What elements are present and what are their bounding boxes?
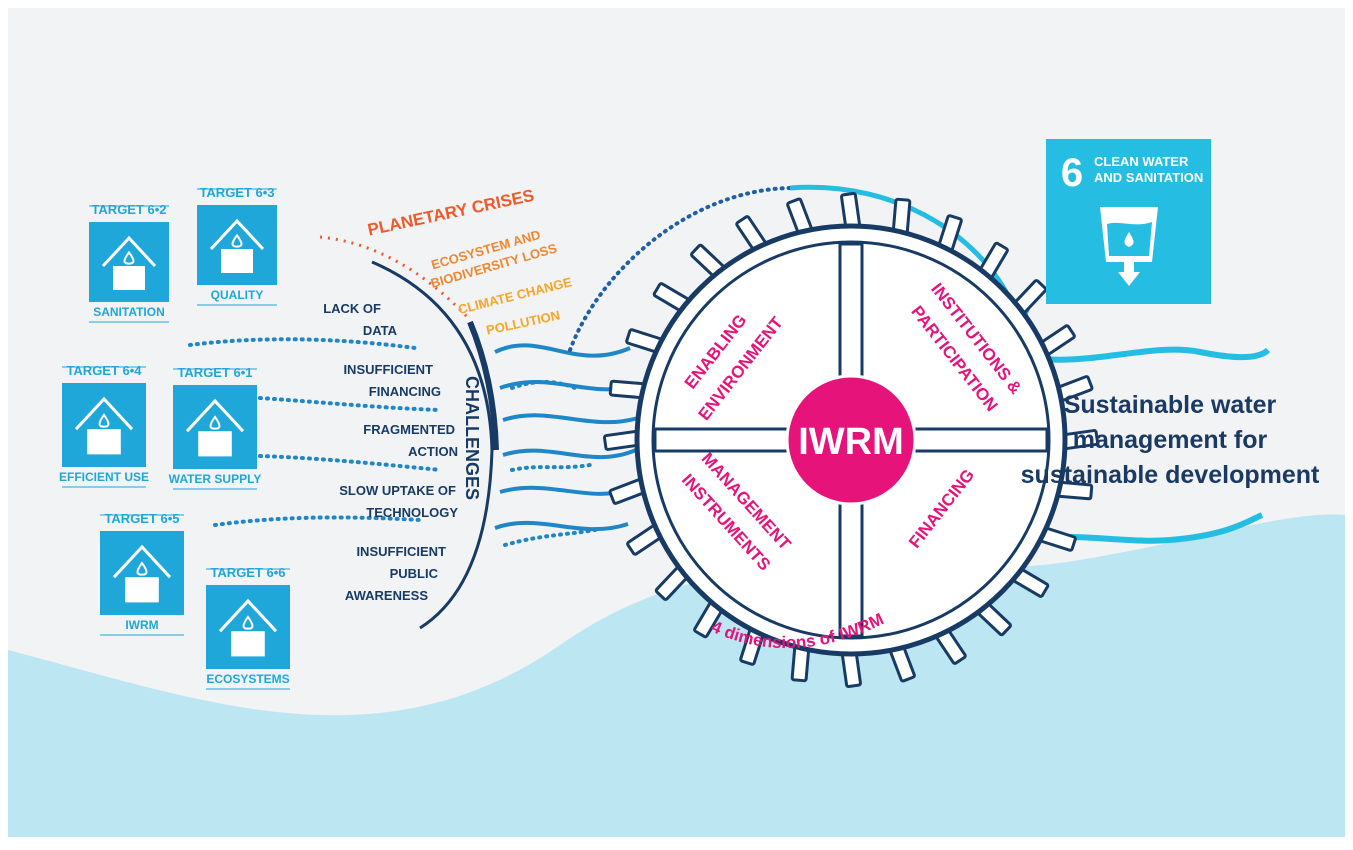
water-supply-icon bbox=[173, 385, 257, 469]
challenge-4a: SLOW UPTAKE OF bbox=[339, 483, 456, 498]
challenges-list: LACK OF DATA INSUFFICIENT FINANCING FRAG… bbox=[323, 301, 458, 603]
target-caption: WATER SUPPLY bbox=[169, 472, 262, 486]
challenge-3a: FRAGMENTED bbox=[363, 422, 455, 437]
target-caption: IWRM bbox=[125, 618, 158, 632]
target-label: TARGET 6•4 bbox=[66, 363, 142, 378]
water-glass-icon bbox=[1100, 207, 1158, 286]
challenge-5a: INSUFFICIENT bbox=[356, 544, 446, 559]
target-caption: ECOSYSTEMS bbox=[206, 672, 289, 686]
crises-dotted-arc bbox=[319, 235, 472, 322]
sdg6-tile: 6 CLEAN WATER AND SANITATION bbox=[1046, 139, 1211, 304]
challenge-5c: AWARENESS bbox=[345, 588, 428, 603]
dotted-connectors bbox=[188, 186, 792, 547]
headline-line-1: Sustainable water bbox=[1063, 391, 1277, 419]
ecosystems-icon bbox=[206, 585, 290, 669]
challenge-2b: FINANCING bbox=[369, 384, 441, 399]
challenge-3b: ACTION bbox=[408, 444, 458, 459]
target-label: TARGET 6•3 bbox=[199, 185, 274, 200]
sanitation-icon bbox=[89, 222, 169, 302]
target-label: TARGET 6•5 bbox=[104, 511, 179, 526]
iwrm-target-icon bbox=[100, 531, 184, 615]
target-caption: QUALITY bbox=[211, 288, 264, 302]
headline-line-3: sustainable development bbox=[1020, 461, 1320, 489]
iwrm-center-label: IWRM bbox=[798, 421, 904, 463]
headline-line-2: management for bbox=[1072, 426, 1268, 454]
challenge-1b: DATA bbox=[363, 323, 398, 338]
challenges-arc bbox=[371, 260, 494, 630]
water-quality-icon bbox=[197, 205, 277, 285]
iwrm-wheel: IWRM bbox=[602, 191, 1100, 689]
sdg-line1: CLEAN WATER bbox=[1094, 154, 1189, 169]
sdg-line2: AND SANITATION bbox=[1094, 170, 1203, 185]
challenge-5b: PUBLIC bbox=[390, 566, 439, 581]
target-label: TARGET 6•1 bbox=[177, 365, 252, 380]
water-area bbox=[8, 514, 1345, 837]
efficient-use-icon bbox=[62, 383, 146, 467]
challenge-2a: INSUFFICIENT bbox=[343, 362, 433, 377]
target-caption: EFFICIENT USE bbox=[59, 470, 149, 484]
challenge-4b: TECHNOLOGY bbox=[366, 505, 458, 520]
target-caption: SANITATION bbox=[93, 305, 165, 319]
challenges-title: CHALLENGES bbox=[462, 376, 482, 500]
sdg-number: 6 bbox=[1061, 151, 1083, 195]
headline: Sustainable water management for sustain… bbox=[1020, 388, 1320, 493]
target-label: TARGET 6•2 bbox=[91, 202, 166, 217]
iwrm-hub bbox=[785, 374, 917, 506]
target-label: TARGET 6•6 bbox=[210, 565, 285, 580]
challenge-1a: LACK OF bbox=[323, 301, 381, 316]
